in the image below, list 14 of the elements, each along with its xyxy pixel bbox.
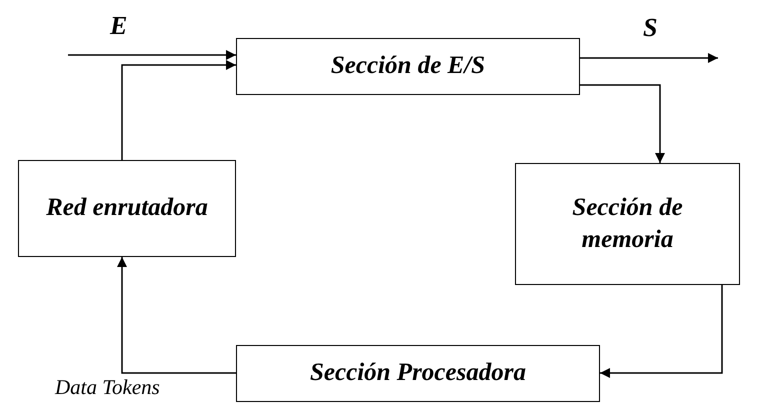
box-label: Red enrutadora [46, 193, 208, 224]
process-box [236, 38, 580, 95]
process-box [236, 345, 600, 402]
box-label: Sección de memoria [571, 192, 684, 255]
arrow [121, 60, 236, 160]
arrow [117, 257, 236, 374]
arrow [580, 84, 665, 163]
arrow [580, 53, 718, 63]
arrow [600, 285, 723, 378]
box-label: Sección de E/S [330, 51, 486, 82]
process-box [18, 160, 236, 257]
process-box [515, 163, 740, 285]
arrow [68, 50, 236, 60]
box-label: Sección Procesadora [310, 358, 526, 388]
